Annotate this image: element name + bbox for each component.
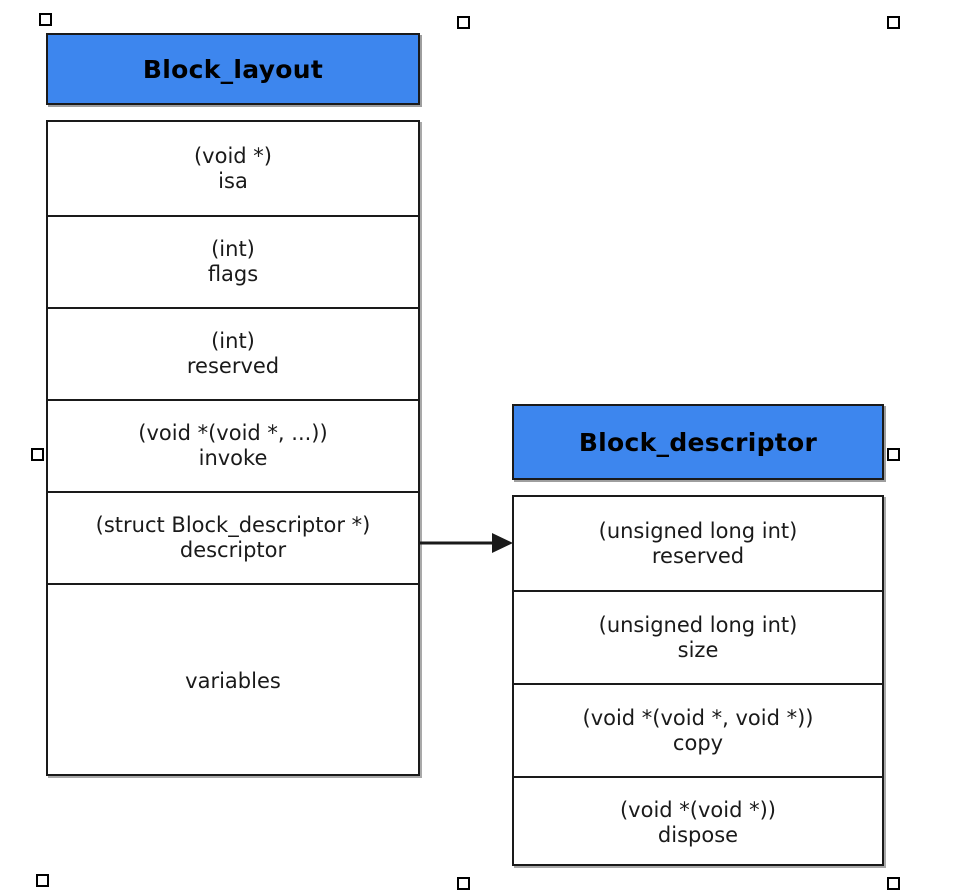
field-row[interactable]: (void *(void *, ...))invoke (48, 401, 418, 493)
handle-middle-right[interactable] (887, 448, 900, 461)
field-type: variables (185, 669, 281, 694)
field-type: (void *(void *)) (619, 798, 776, 823)
field-row[interactable]: (int)reserved (48, 309, 418, 401)
handle-top-center[interactable] (457, 16, 470, 29)
struct-body-block-layout: (void *)isa(int)flags(int)reserved(void … (46, 120, 420, 776)
field-name: reserved (186, 354, 280, 378)
field-row[interactable]: variables (48, 585, 418, 778)
field-row[interactable]: (struct Block_descriptor *)descriptor (48, 493, 418, 585)
struct-body-block-descriptor: (unsigned long int)reserved(unsigned lon… (512, 495, 884, 866)
field-type: (void *(void *, ...)) (138, 421, 328, 446)
field-row[interactable]: (void *(void *))dispose (514, 778, 882, 868)
field-row[interactable]: (int)flags (48, 217, 418, 309)
struct-title: Block_descriptor (578, 427, 818, 457)
field-type: (int) (211, 329, 255, 354)
handle-bottom-left[interactable] (36, 874, 49, 887)
struct-header-block-descriptor[interactable]: Block_descriptor (512, 404, 884, 480)
field-row[interactable]: (unsigned long int)reserved (514, 497, 882, 592)
field-type: (void *) (193, 143, 272, 168)
field-name: copy (672, 730, 724, 755)
field-name: dispose (657, 823, 739, 847)
field-name: invoke (198, 446, 268, 470)
handle-top-right[interactable] (887, 16, 900, 29)
field-type: (unsigned long int) (598, 612, 798, 637)
field-type: (unsigned long int) (598, 518, 798, 543)
field-row[interactable]: (void *(void *, void *))copy (514, 685, 882, 778)
field-type: (struct Block_descriptor *) (95, 513, 371, 538)
handle-middle-left[interactable] (31, 448, 44, 461)
field-type: (void *(void *, void *)) (582, 705, 814, 730)
connector-arrow[interactable] (420, 529, 516, 557)
field-name: flags (207, 262, 259, 286)
field-name: size (677, 637, 719, 662)
field-name: descriptor (179, 538, 287, 562)
field-name: isa (218, 168, 248, 193)
struct-title: Block_layout (142, 54, 324, 84)
field-type: (int) (211, 237, 255, 262)
field-name: reserved (651, 543, 745, 568)
handle-bottom-center[interactable] (457, 877, 470, 890)
field-row[interactable]: (void *)isa (48, 122, 418, 217)
handle-top-left[interactable] (39, 13, 52, 26)
handle-bottom-right[interactable] (887, 877, 900, 890)
struct-header-block-layout[interactable]: Block_layout (46, 33, 420, 105)
field-row[interactable]: (unsigned long int)size (514, 592, 882, 685)
